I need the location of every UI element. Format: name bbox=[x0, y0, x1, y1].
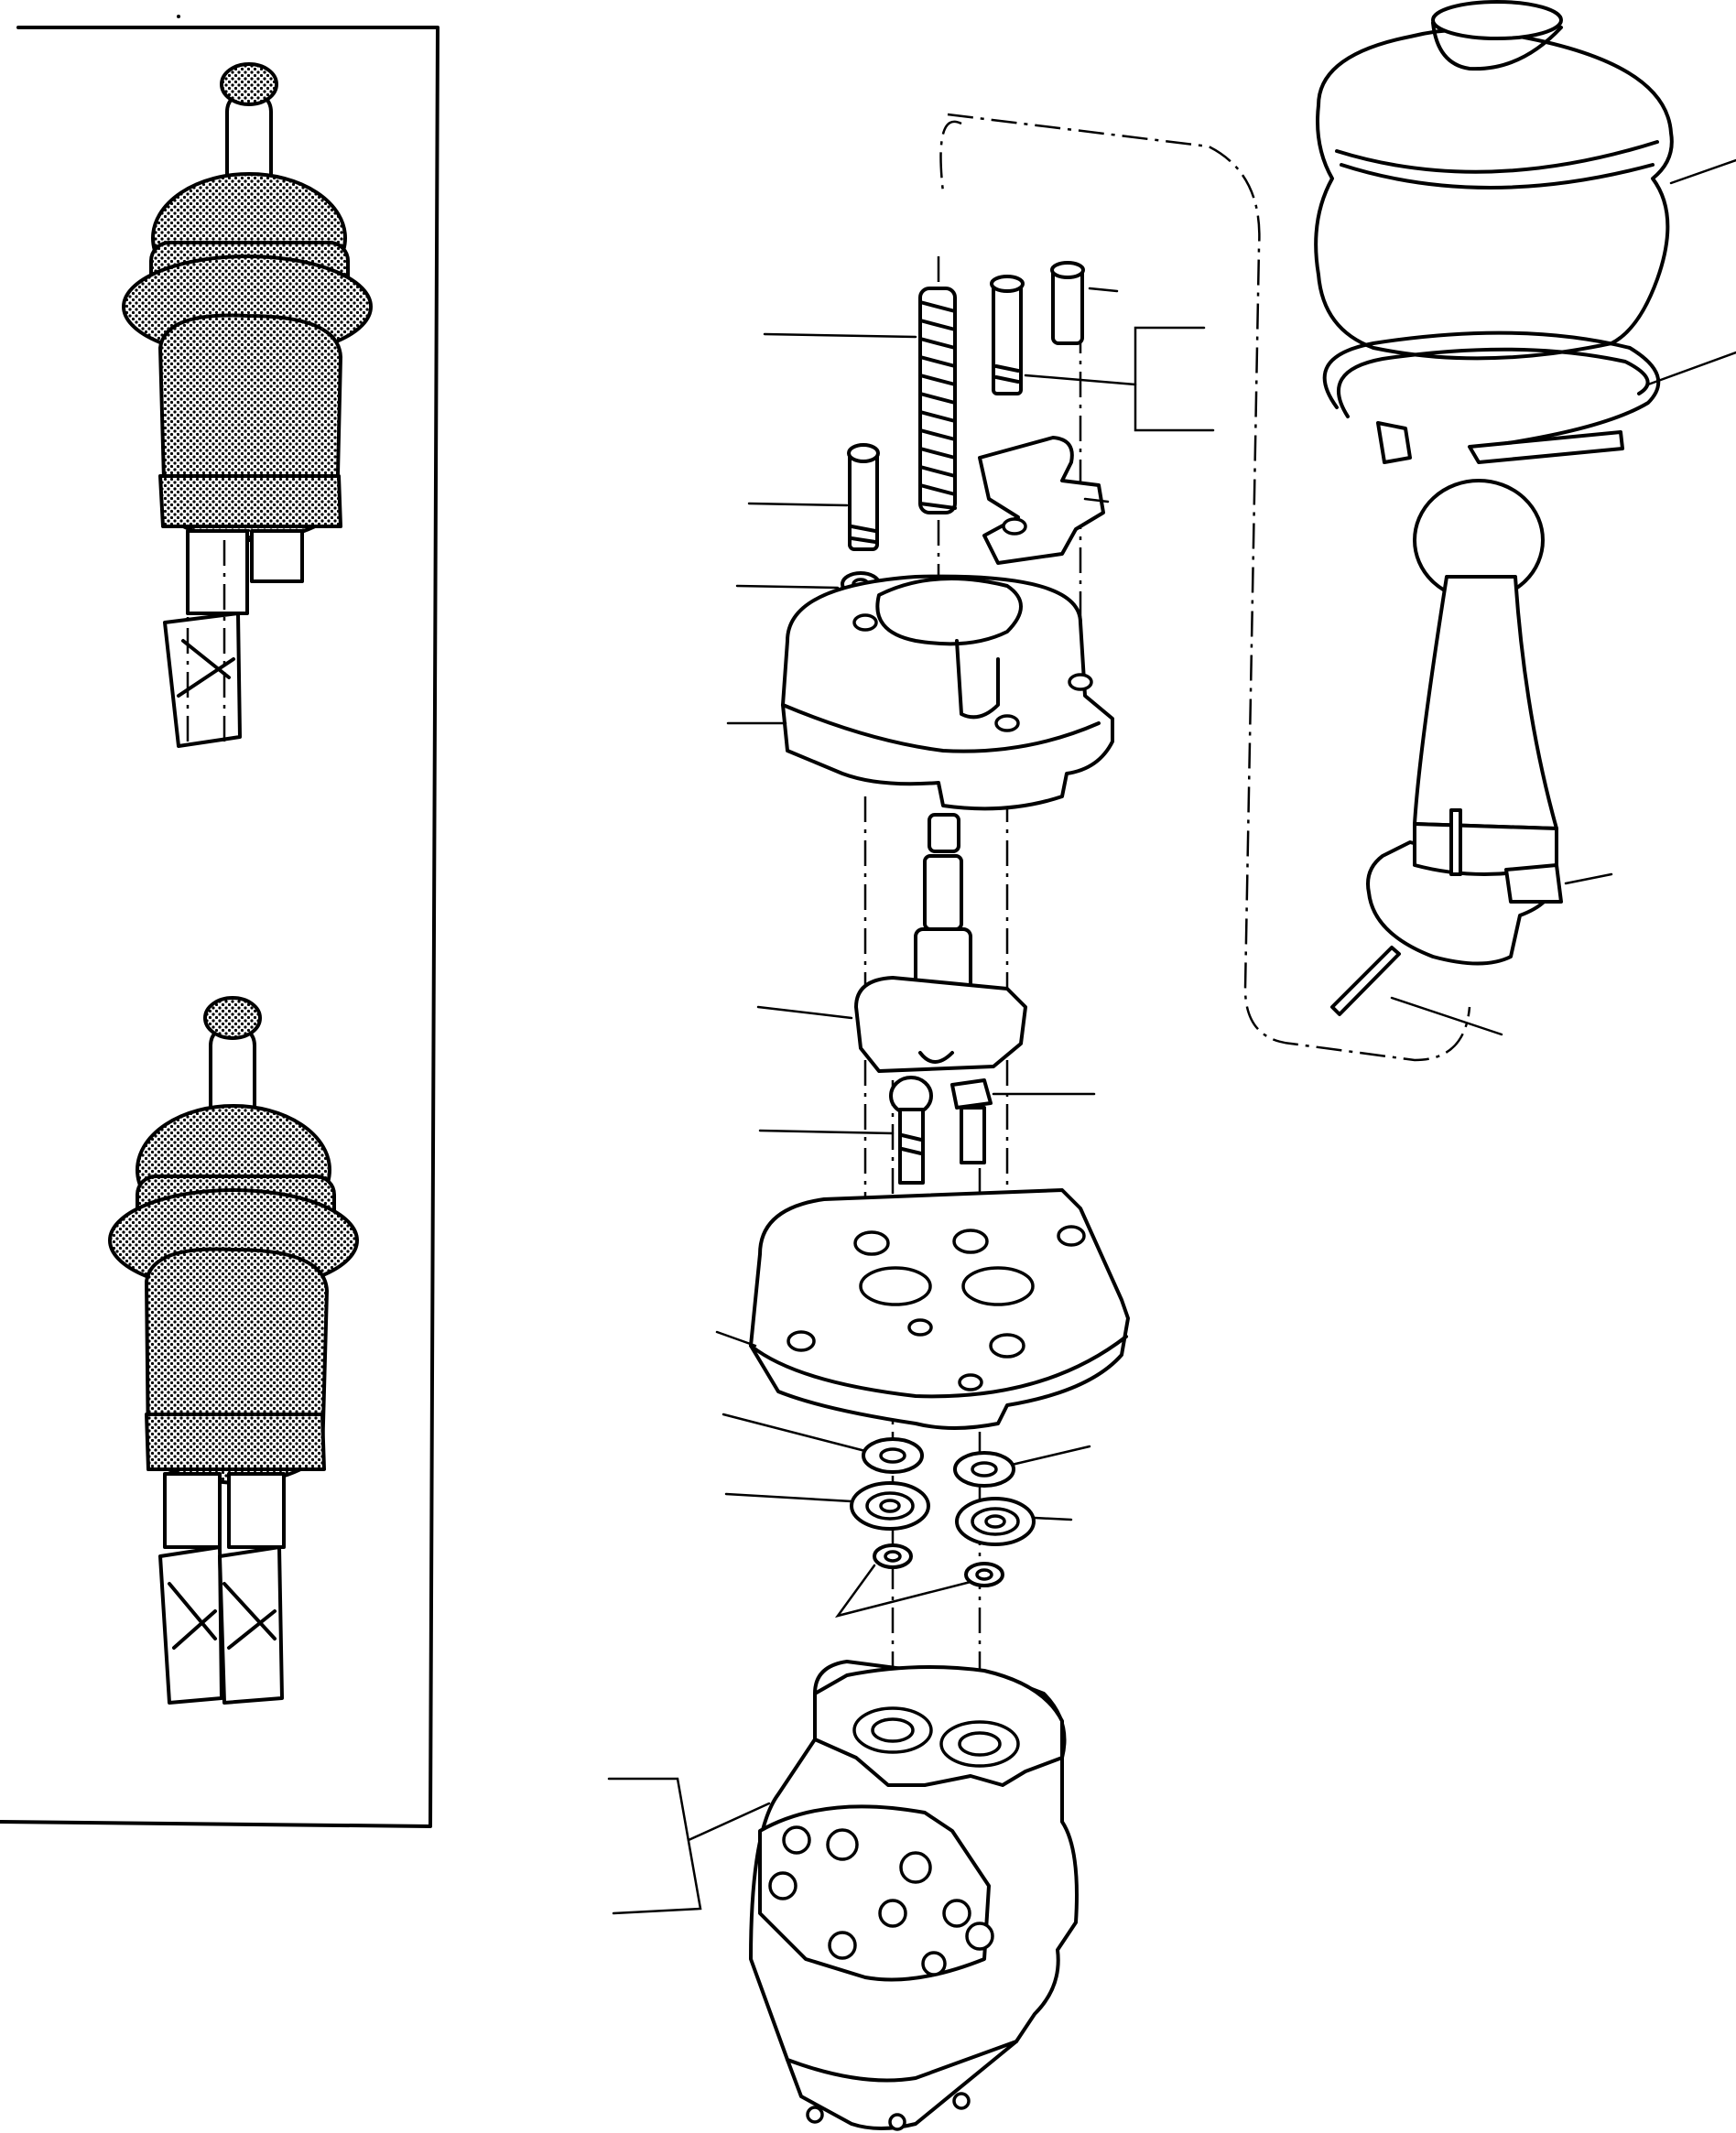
bolt-group-bracket bbox=[1024, 326, 1215, 432]
seal-cup-left bbox=[724, 1481, 930, 1531]
assembled-variant-single-spool bbox=[122, 62, 373, 748]
short-socket-bolt bbox=[1050, 261, 1119, 345]
mounting-plate bbox=[715, 1188, 1130, 1430]
boot-clamp-ring bbox=[1322, 330, 1736, 464]
adjusting-hex-bolt bbox=[950, 1078, 1096, 1164]
o-rings bbox=[834, 1543, 1004, 1619]
return-spring bbox=[763, 287, 957, 514]
ball-stud bbox=[758, 1076, 933, 1185]
valve-body bbox=[607, 1660, 1079, 2131]
top-cover-housing bbox=[726, 574, 1114, 811]
seal-cup-right bbox=[955, 1497, 1073, 1546]
hex-bolt bbox=[747, 443, 880, 551]
rubber-boot bbox=[1314, 0, 1736, 361]
control-lever bbox=[1366, 479, 1613, 966]
variant-inset-panel bbox=[0, 15, 439, 1828]
lever-guide-bracket bbox=[978, 436, 1110, 565]
long-socket-bolt bbox=[990, 275, 1025, 395]
lever-pin bbox=[1330, 946, 1503, 1036]
assembled-variant-double-spool bbox=[108, 996, 359, 1705]
cam-plate bbox=[756, 976, 1027, 1073]
seal-washer-right bbox=[953, 1445, 1091, 1488]
seal-washer-left bbox=[722, 1413, 924, 1474]
